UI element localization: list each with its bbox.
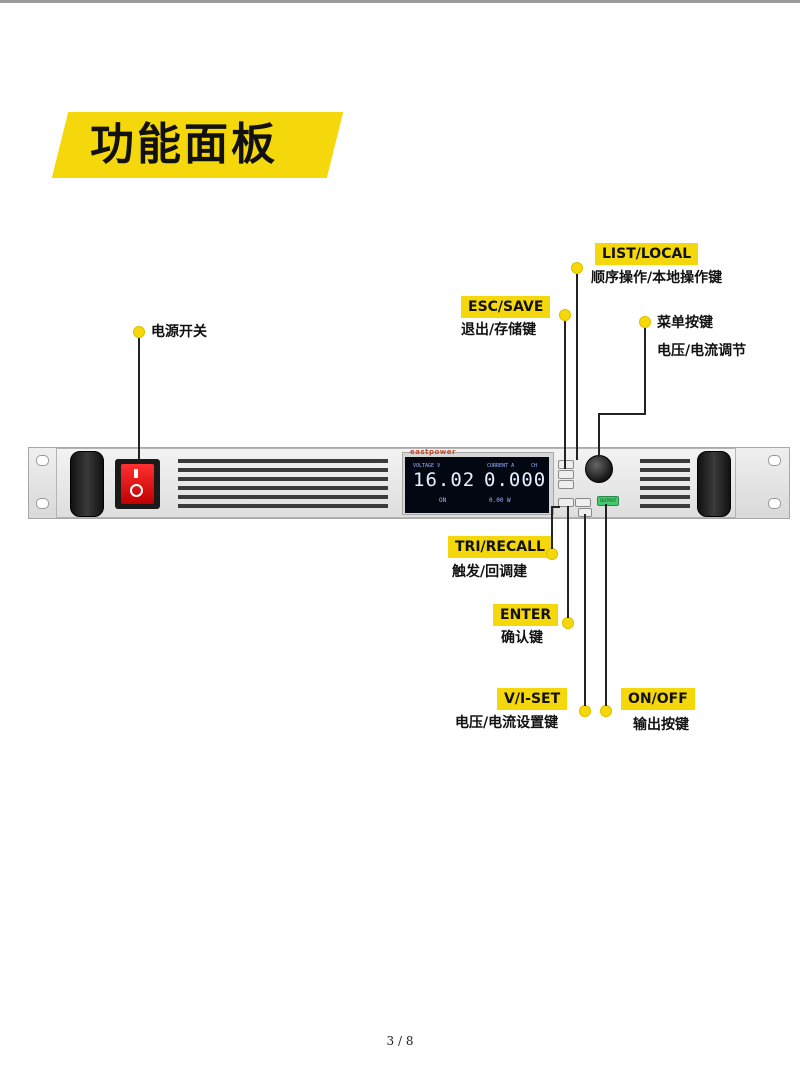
rack-hole <box>36 498 49 509</box>
rack-hole <box>768 455 781 466</box>
adjust-knob[interactable] <box>585 455 613 483</box>
power-off-mark-icon <box>130 484 143 497</box>
rack-hole <box>768 498 781 509</box>
callout-dot <box>546 548 558 560</box>
enter-key[interactable] <box>575 498 591 507</box>
tri-recall-key[interactable] <box>558 498 574 507</box>
leader-line <box>551 506 553 549</box>
output-on-off-key[interactable]: OUTPUT <box>597 496 619 506</box>
current-label: CURRENT A <box>487 463 515 469</box>
enter-caption: 确认键 <box>501 630 543 646</box>
front-panel <box>56 448 736 518</box>
on-off-caption: 输出按键 <box>633 717 689 733</box>
vi-set-tag: V/I-SET <box>497 688 568 710</box>
voltage-readout: 16.02 <box>413 469 476 491</box>
leader-line <box>598 413 600 457</box>
leader-line <box>138 338 140 460</box>
tri-recall-tag: TRI/RECALL <box>448 536 552 558</box>
menu-key[interactable] <box>558 480 574 489</box>
enter-tag: ENTER <box>493 604 559 626</box>
leader-line <box>584 514 586 706</box>
on-off-tag: ON/OFF <box>621 688 695 710</box>
leader-line <box>567 506 569 618</box>
power-switch-caption: 电源开关 <box>151 324 207 340</box>
callout-dot <box>579 705 591 717</box>
knob-caption-line1: 菜单按键 <box>657 315 713 331</box>
leader-line <box>644 328 646 415</box>
callout-dot <box>639 316 651 328</box>
power-on-mark-icon <box>134 469 138 478</box>
knob-caption-line2: 电压/电流调节 <box>657 343 747 359</box>
brand-logo: eastpower <box>410 448 456 456</box>
channel-label: CH <box>531 463 538 469</box>
tri-recall-caption: 触发/回调建 <box>452 564 528 580</box>
list-local-key[interactable] <box>558 460 574 469</box>
voltage-label: VOLTAGE V <box>413 463 441 469</box>
callout-dot <box>133 326 145 338</box>
esc-save-caption: 退出/存储键 <box>461 322 537 338</box>
left-vent <box>178 459 388 509</box>
leader-line <box>605 504 607 706</box>
vi-set-caption: 电压/电流设置键 <box>455 715 559 731</box>
callout-dot <box>571 262 583 274</box>
left-handle <box>70 451 104 517</box>
leader-line <box>598 413 646 415</box>
list-local-caption: 顺序操作/本地操作键 <box>591 270 723 286</box>
page-title: 功能面板 <box>90 119 278 170</box>
callout-dot <box>600 705 612 717</box>
esc-save-key[interactable] <box>558 470 574 479</box>
current-readout: 0.000 <box>484 469 547 491</box>
right-vent <box>640 459 690 509</box>
callout-dot <box>562 617 574 629</box>
output-status: ON <box>439 497 447 504</box>
page-number: 3 / 8 <box>386 1034 414 1048</box>
leader-line <box>551 506 560 508</box>
right-handle <box>697 451 731 517</box>
callout-dot <box>559 309 571 321</box>
list-local-tag: LIST/LOCAL <box>595 243 699 265</box>
top-rule <box>0 0 800 3</box>
leader-line <box>576 274 578 460</box>
rack-hole <box>36 455 49 466</box>
power-readout: 0.00 W <box>489 497 511 504</box>
esc-save-tag: ESC/SAVE <box>461 296 551 318</box>
leader-line <box>564 321 566 469</box>
lcd-screen: VOLTAGE V CURRENT A CH 16.02 0.000 ON 0.… <box>405 457 549 513</box>
